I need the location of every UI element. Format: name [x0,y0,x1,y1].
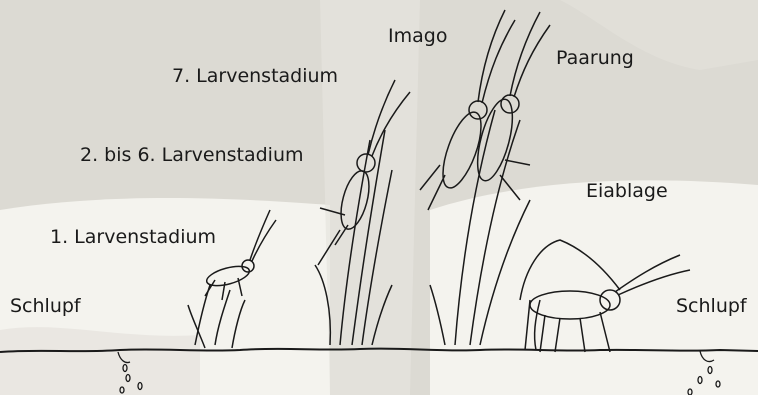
label-larvenstadium-7: 7. Larvenstadium [172,67,338,86]
label-schlupf-right: Schlupf [676,297,747,316]
texture-bottom-left [0,327,200,395]
light-stripe-center [320,0,420,395]
label-schlupf-left: Schlupf [10,297,81,316]
label-larvenstadium-1: 1. Larvenstadium [50,228,216,247]
label-imago: Imago [388,27,447,46]
label-eiablage: Eiablage [586,182,668,201]
label-larvenstadium-2-6: 2. bis 6. Larvenstadium [80,146,304,165]
label-paarung: Paarung [556,49,634,68]
